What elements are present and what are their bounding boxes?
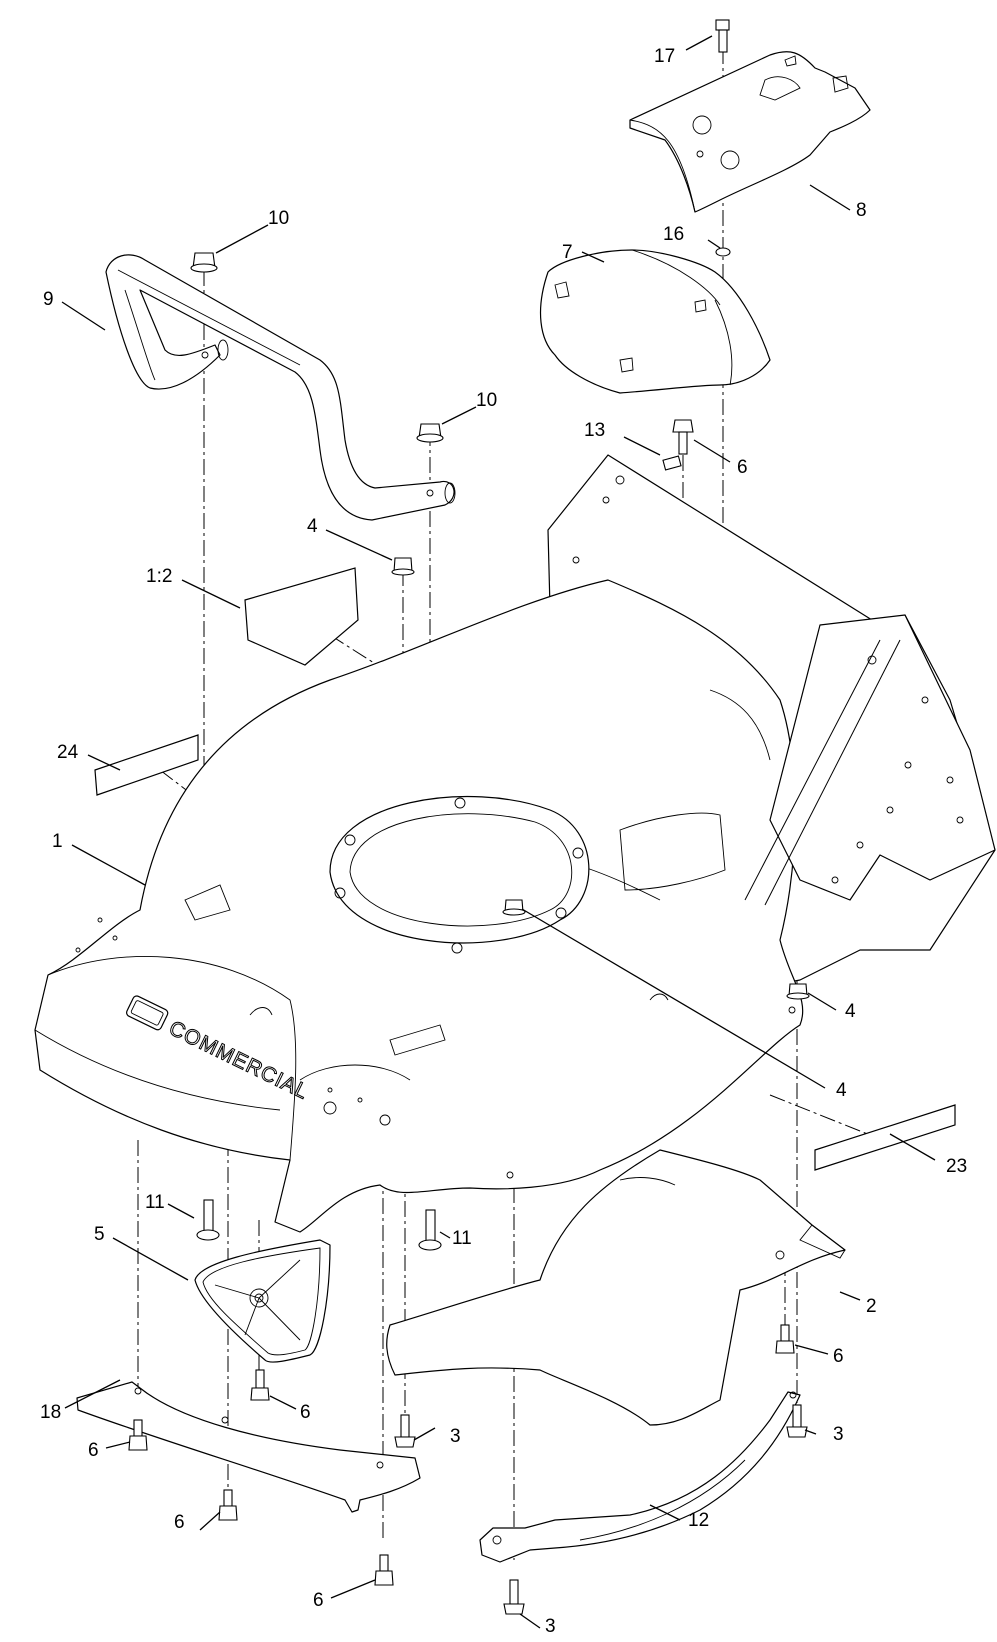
callout-6-baffle-left: 6 <box>88 1440 99 1461</box>
bolt-6-top <box>672 419 694 455</box>
decal-part-23 <box>814 1104 956 1171</box>
callout-6-cover: 6 <box>300 1402 311 1423</box>
callout-3-left: 3 <box>450 1426 461 1447</box>
callout-3-bottom: 3 <box>545 1616 556 1637</box>
decal-part-24 <box>94 734 199 796</box>
callout-4-top: 4 <box>307 516 318 537</box>
callout-12: 12 <box>688 1510 709 1531</box>
callout-6-baffle-right: 6 <box>313 1590 324 1611</box>
callout-13: 13 <box>584 420 605 441</box>
callout-7: 7 <box>562 242 573 263</box>
carriage-bolt-11 <box>196 1199 220 1241</box>
callout-24: 24 <box>57 742 79 763</box>
callout-11-left: 11 <box>145 1192 165 1213</box>
mower-deck: COMMERCIAL <box>34 454 996 1233</box>
callout-8: 8 <box>856 200 867 221</box>
carriage-bolt-11b <box>418 1209 442 1251</box>
callout-9: 9 <box>43 289 54 310</box>
callout-6-chute: 6 <box>833 1346 844 1367</box>
access-cover-plate <box>194 1239 331 1363</box>
decal-part-1-2 <box>244 567 359 666</box>
bolt-6-baffle-left <box>128 1419 148 1451</box>
callout-6-top: 6 <box>737 457 748 478</box>
front-baffle <box>76 1381 421 1513</box>
callout-16: 16 <box>663 224 684 245</box>
callout-23: 23 <box>946 1156 967 1177</box>
callout-2: 2 <box>866 1296 877 1317</box>
bolt-3-right <box>786 1404 808 1438</box>
callout-4-center: 4 <box>836 1080 847 1101</box>
callout-1-2: 1:2 <box>146 566 172 587</box>
hardware-fasteners <box>128 19 810 1615</box>
callout-1: 1 <box>52 831 63 852</box>
engine-shroud-cover <box>539 249 771 394</box>
flange-nut-10 <box>190 252 218 273</box>
bolt-17 <box>715 19 730 53</box>
bolt-6-baffle-mid <box>218 1489 238 1521</box>
callout-3-right: 3 <box>833 1424 844 1445</box>
callout-10: 10 <box>268 208 289 229</box>
callout-10-second: 10 <box>476 390 497 411</box>
bolt-3-left <box>394 1414 416 1448</box>
callout-6-baffle-mid: 6 <box>174 1512 185 1533</box>
skid-bracket <box>479 1391 801 1563</box>
nut-4-right <box>786 983 810 1000</box>
nut-4-center <box>502 899 526 916</box>
flange-nut-10b <box>416 423 444 443</box>
callout-18: 18 <box>40 1402 61 1423</box>
bumper-handle <box>105 254 456 521</box>
discharge-chute-deflector <box>386 1149 846 1426</box>
callout-5: 5 <box>94 1224 105 1245</box>
bolt-6-cover <box>250 1369 270 1401</box>
decals <box>94 455 956 1171</box>
callout-17: 17 <box>654 46 675 67</box>
bolt-6-baffle-right <box>374 1554 394 1586</box>
leader-lines <box>61 35 936 1629</box>
nut-16 <box>715 247 731 257</box>
callout-labels: 17 8 16 7 10 9 10 13 6 4 1:2 24 1 4 4 23… <box>40 46 967 1637</box>
callout-4-right: 4 <box>845 1001 856 1022</box>
top-rear-cover <box>629 51 871 213</box>
callout-11-right: 11 <box>452 1228 472 1249</box>
bolt-3-bottom <box>503 1579 525 1615</box>
square-nut-13 <box>662 455 682 471</box>
nut-4-top <box>391 557 415 576</box>
bolt-6-chute <box>775 1324 795 1354</box>
